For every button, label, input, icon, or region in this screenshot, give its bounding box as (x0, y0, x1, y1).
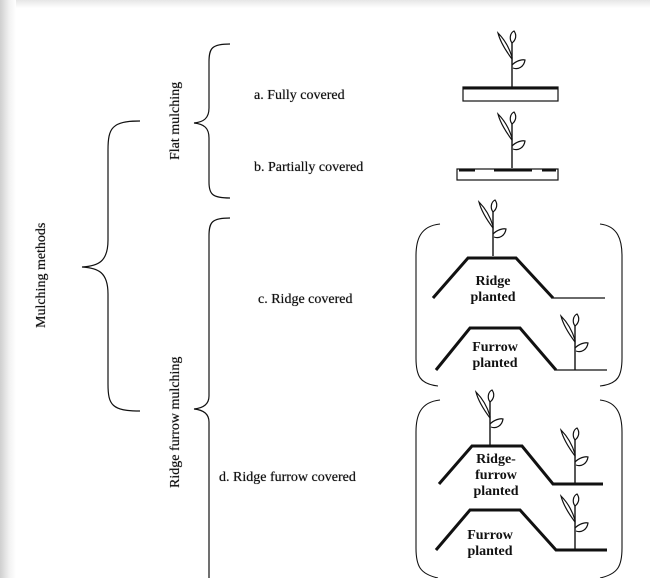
panel-d-border (415, 399, 623, 578)
root-label: Mulching methods (34, 222, 49, 328)
method-c-label: c. Ridge covered (258, 292, 353, 307)
ridge-furrow-label: Ridge furrow mulching (168, 356, 183, 488)
flat-mulching-label: Flat mulching (168, 81, 183, 160)
method-d-label: d. Ridge furrow covered (219, 470, 356, 485)
method-b-label: b. Partially covered (254, 160, 364, 175)
root-brace (81, 120, 141, 412)
left-shadow (0, 0, 16, 578)
method-a-label: a. Fully covered (254, 88, 345, 103)
ridge-brace (193, 217, 231, 578)
panel-c-border (415, 223, 623, 387)
top-shadow (0, 0, 650, 8)
ridge-furrow-planted-shape (437, 444, 603, 486)
flat-brace (193, 43, 231, 199)
